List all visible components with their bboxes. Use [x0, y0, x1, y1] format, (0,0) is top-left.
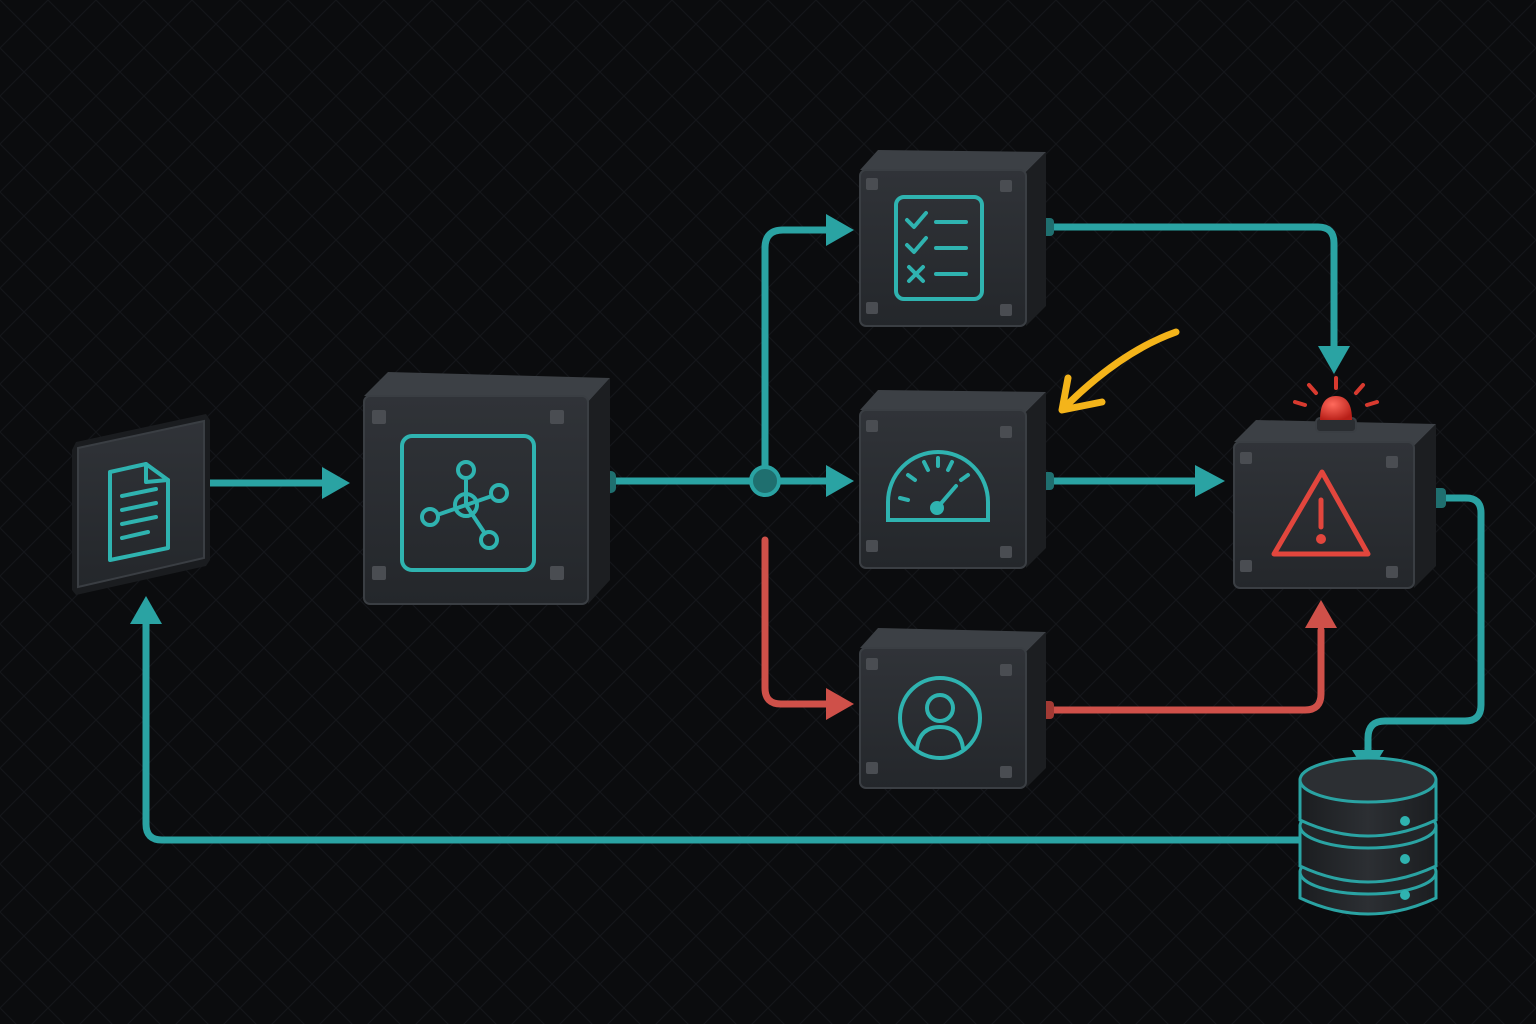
- user-bolts: [866, 658, 1012, 778]
- checklist-bolts: [866, 178, 1012, 316]
- gauge-icon: [886, 450, 990, 522]
- database-icon: [1298, 756, 1438, 916]
- arrowhead-alert-top: [1318, 346, 1350, 374]
- arrowhead-alert-left: [1195, 465, 1225, 497]
- gauge-bolts: [866, 420, 1012, 558]
- alert-bolts: [1240, 452, 1398, 578]
- warning-triangle-icon: [1271, 469, 1371, 557]
- arrowhead-document: [130, 596, 162, 624]
- arrowhead-hub: [322, 467, 350, 499]
- arrowhead-checklist: [826, 214, 854, 246]
- edge-hub-to-checklist: [761, 226, 830, 485]
- checklist-icon: [894, 195, 984, 301]
- arrowhead-alert-bottom: [1305, 600, 1337, 628]
- node-alert[interactable]: [1233, 376, 1436, 589]
- junction-node: [749, 465, 781, 497]
- node-gauge[interactable]: [859, 390, 1046, 569]
- document-icon: [108, 462, 170, 562]
- arrowhead-gauge: [826, 465, 854, 497]
- edge-hub-to-user: [761, 536, 830, 708]
- node-user[interactable]: [859, 628, 1046, 789]
- user-icon: [898, 676, 982, 760]
- edge-checklist-to-alert: [1044, 223, 1338, 354]
- node-database[interactable]: [1298, 756, 1438, 916]
- edge-user-to-alert: [1044, 626, 1325, 714]
- node-document[interactable]: [72, 414, 210, 595]
- arrowhead-user: [826, 688, 854, 720]
- node-hub[interactable]: [363, 372, 610, 605]
- network-hub-icon: [420, 460, 509, 550]
- edge-alert-to-database: [1364, 494, 1485, 756]
- alarm-beacon-icon: [1293, 376, 1379, 433]
- edge-database-to-document: [142, 618, 1304, 844]
- arrowheads: [130, 214, 1384, 776]
- hub-bolts: [372, 410, 564, 580]
- node-checklist[interactable]: [859, 150, 1046, 327]
- highlight-arrow-annotation: [1058, 328, 1180, 414]
